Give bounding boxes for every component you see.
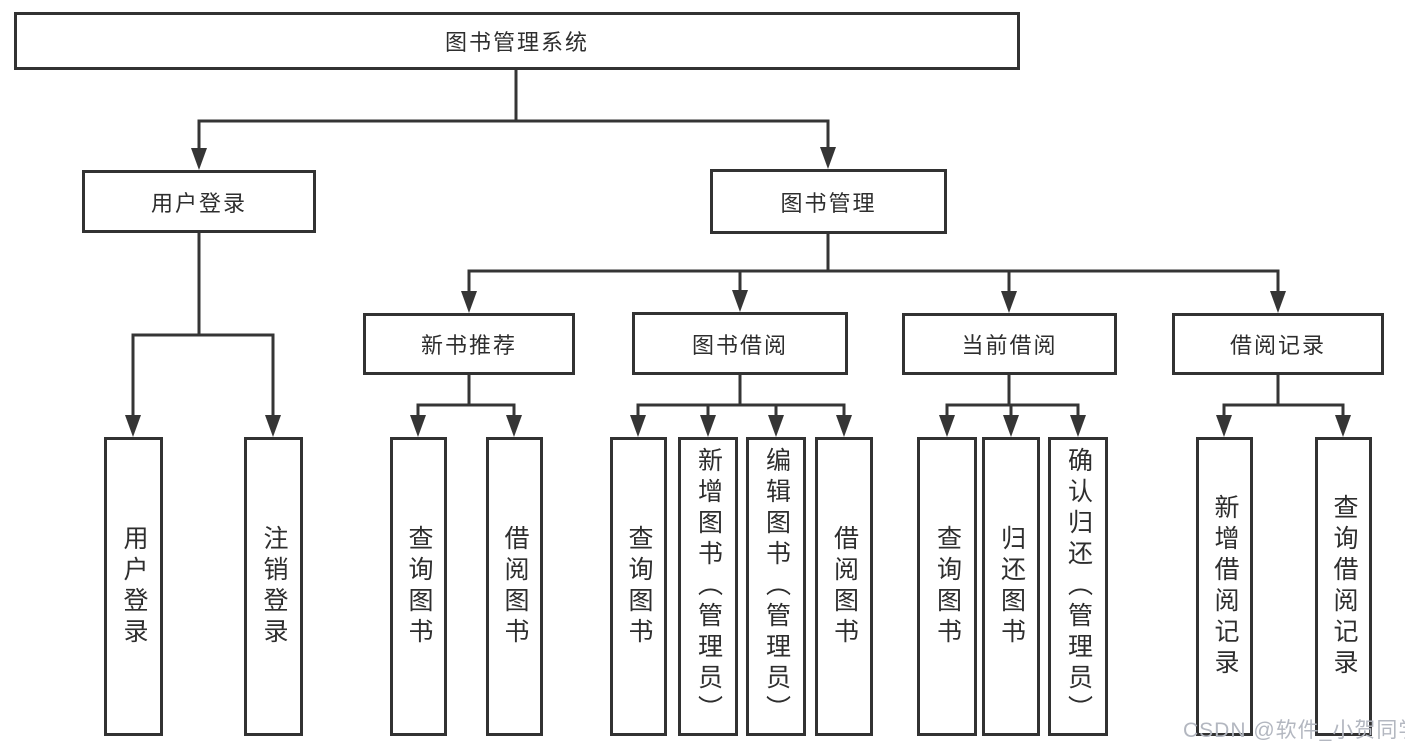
leaf-logout-label: 注销登录: [260, 524, 288, 649]
leaf-confirm-return-admin: 确认归还（管理员）: [1048, 437, 1108, 736]
edge-new-book-rec-to-leaves: [410, 373, 522, 437]
leaf-add-book-admin: 新增图书（管理员）: [678, 437, 738, 736]
leaf-user-login: 用户登录: [104, 437, 163, 736]
node-borrow-records: 借阅记录: [1172, 313, 1384, 375]
leaf-borrow-book-rec: 借阅图书: [486, 437, 543, 736]
edge-book-borrow-to-leaves: [630, 373, 852, 437]
node-book-borrow: 图书借阅: [632, 312, 848, 375]
leaf-add-borrow-record-label: 新增借阅记录: [1211, 493, 1239, 680]
leaf-query-book-borrow-label: 查询图书: [625, 524, 653, 649]
node-user-login: 用户登录: [82, 170, 316, 233]
node-borrow-records-label: 借阅记录: [1229, 333, 1326, 358]
node-user-login-label: 用户登录: [150, 190, 247, 216]
leaf-query-book-borrow: 查询图书: [610, 437, 667, 736]
leaf-query-book-current: 查询图书: [917, 437, 977, 736]
node-current-borrow-label: 当前借阅: [961, 333, 1058, 358]
node-current-borrow: 当前借阅: [902, 313, 1117, 375]
edge-current-borrow-to-leaves: [939, 373, 1086, 437]
node-root: 图书管理系统: [14, 12, 1020, 70]
node-book-mgmt-label: 图书管理: [780, 190, 877, 216]
csdn-watermark: CSDN @软件_小贺同学: [1183, 719, 1405, 742]
node-book-borrow-label: 图书借阅: [691, 332, 788, 358]
edge-user-login-to-leaves: [125, 231, 281, 437]
leaf-add-book-admin-label: 新增图书（管理员）: [694, 447, 723, 726]
leaf-confirm-return-admin-label: 确认归还（管理员）: [1064, 447, 1093, 726]
leaf-query-book-rec-label: 查询图书: [405, 524, 433, 649]
leaf-borrow-book-borrow: 借阅图书: [815, 437, 873, 736]
node-root-label: 图书管理系统: [444, 30, 589, 55]
leaf-edit-book-admin-label: 编辑图书（管理员）: [762, 447, 791, 726]
leaf-query-borrow-record: 查询借阅记录: [1315, 437, 1372, 736]
edge-borrow-records-to-leaves: [1216, 373, 1351, 437]
leaf-logout: 注销登录: [244, 437, 303, 736]
leaf-query-book-rec: 查询图书: [390, 437, 447, 736]
leaf-user-login-label: 用户登录: [120, 524, 148, 649]
leaf-return-book-label: 归还图书: [997, 524, 1026, 649]
edge-root-to-level2: [191, 68, 836, 170]
node-new-book-rec: 新书推荐: [363, 313, 575, 375]
node-new-book-rec-label: 新书推荐: [420, 333, 517, 358]
edge-book-mgmt-to-level3: [461, 232, 1286, 313]
leaf-add-borrow-record: 新增借阅记录: [1196, 437, 1253, 736]
leaf-query-borrow-record-label: 查询借阅记录: [1330, 493, 1358, 680]
node-book-mgmt: 图书管理: [710, 169, 947, 234]
leaf-borrow-book-rec-label: 借阅图书: [501, 524, 529, 649]
leaf-query-book-current-label: 查询图书: [933, 524, 962, 649]
leaf-borrow-book-borrow-label: 借阅图书: [830, 524, 859, 649]
leaf-edit-book-admin: 编辑图书（管理员）: [746, 437, 806, 736]
leaf-return-book: 归还图书: [982, 437, 1040, 736]
